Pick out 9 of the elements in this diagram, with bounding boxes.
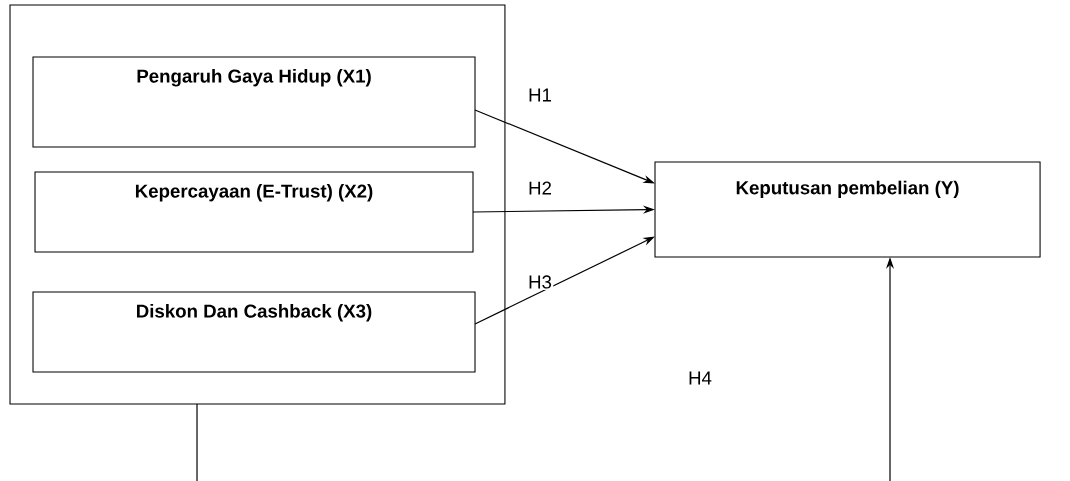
hypothesis-label: H4 <box>689 371 712 385</box>
edge-label: H1 <box>526 87 554 103</box>
variable-box: Kepercayaan (E-Trust) (X2) <box>34 171 474 253</box>
variable-box: Pengaruh Gaya Hidup (X1) <box>32 56 476 148</box>
target-box: Keputusan pembelian (Y) <box>654 161 1041 258</box>
group-box <box>9 4 506 405</box>
edge-label: H3 <box>526 274 554 290</box>
edge-label: H2 <box>526 180 554 196</box>
variable-box: Diskon Dan Cashback (X3) <box>32 291 476 373</box>
